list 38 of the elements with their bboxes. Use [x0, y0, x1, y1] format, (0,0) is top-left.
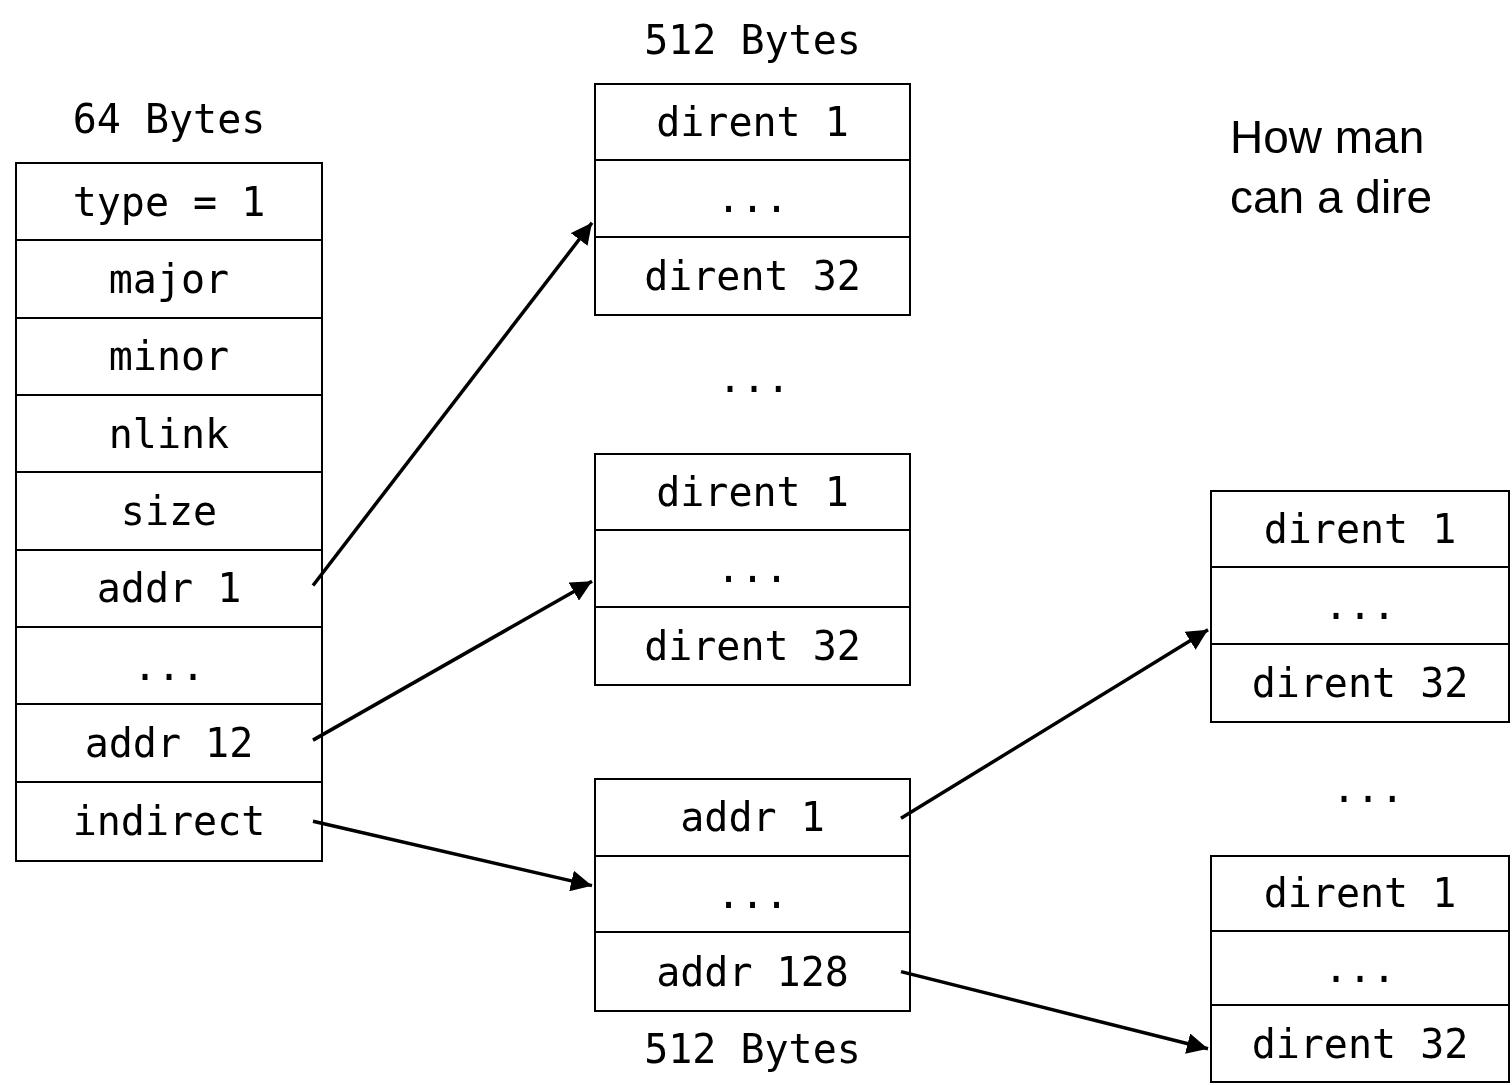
field-cell: dirent 32 — [1212, 1006, 1508, 1081]
field-cell: type = 1 — [17, 164, 321, 242]
field-cell: addr 1 — [17, 550, 321, 628]
field-cell: major — [17, 241, 321, 319]
arrow — [900, 628, 1209, 820]
field-cell: dirent 32 — [1212, 644, 1508, 721]
size-label: 512 Bytes — [643, 17, 862, 63]
field-cell: dirent 1 — [596, 85, 909, 162]
question-text: How man can a dire — [1230, 110, 1433, 225]
field-cell: dirent 32 — [596, 237, 909, 314]
ellipsis: ... — [718, 355, 791, 401]
arrow — [900, 969, 1209, 1054]
arrow — [312, 579, 593, 742]
field-cell: ... — [596, 856, 909, 934]
ellipsis: ... — [1332, 765, 1405, 811]
field-cell: dirent 1 — [1212, 857, 1508, 932]
memory-block — [594, 453, 911, 686]
memory-block — [1210, 855, 1510, 1083]
field-cell: addr 12 — [17, 705, 321, 783]
field-cell: ... — [1212, 931, 1508, 1007]
field-cell: nlink — [17, 396, 321, 474]
field-cell: dirent 1 — [1212, 492, 1508, 569]
field-cell: addr 128 — [596, 933, 909, 1010]
field-cell: dirent 1 — [596, 455, 909, 532]
field-cell: dirent 32 — [596, 607, 909, 684]
field-cell: ... — [596, 161, 909, 238]
memory-block — [1210, 490, 1510, 723]
field-cell: size — [17, 473, 321, 551]
field-cell: ... — [1212, 568, 1508, 645]
arrow — [311, 221, 594, 587]
field-cell: ... — [17, 628, 321, 706]
arrow — [312, 819, 593, 892]
field-cell: addr 1 — [596, 780, 909, 857]
size-label: 512 Bytes — [643, 1026, 862, 1072]
size-label: 64 Bytes — [71, 96, 267, 142]
field-cell: ... — [596, 531, 909, 608]
field-cell: minor — [17, 318, 321, 396]
field-cell: indirect — [17, 782, 321, 860]
